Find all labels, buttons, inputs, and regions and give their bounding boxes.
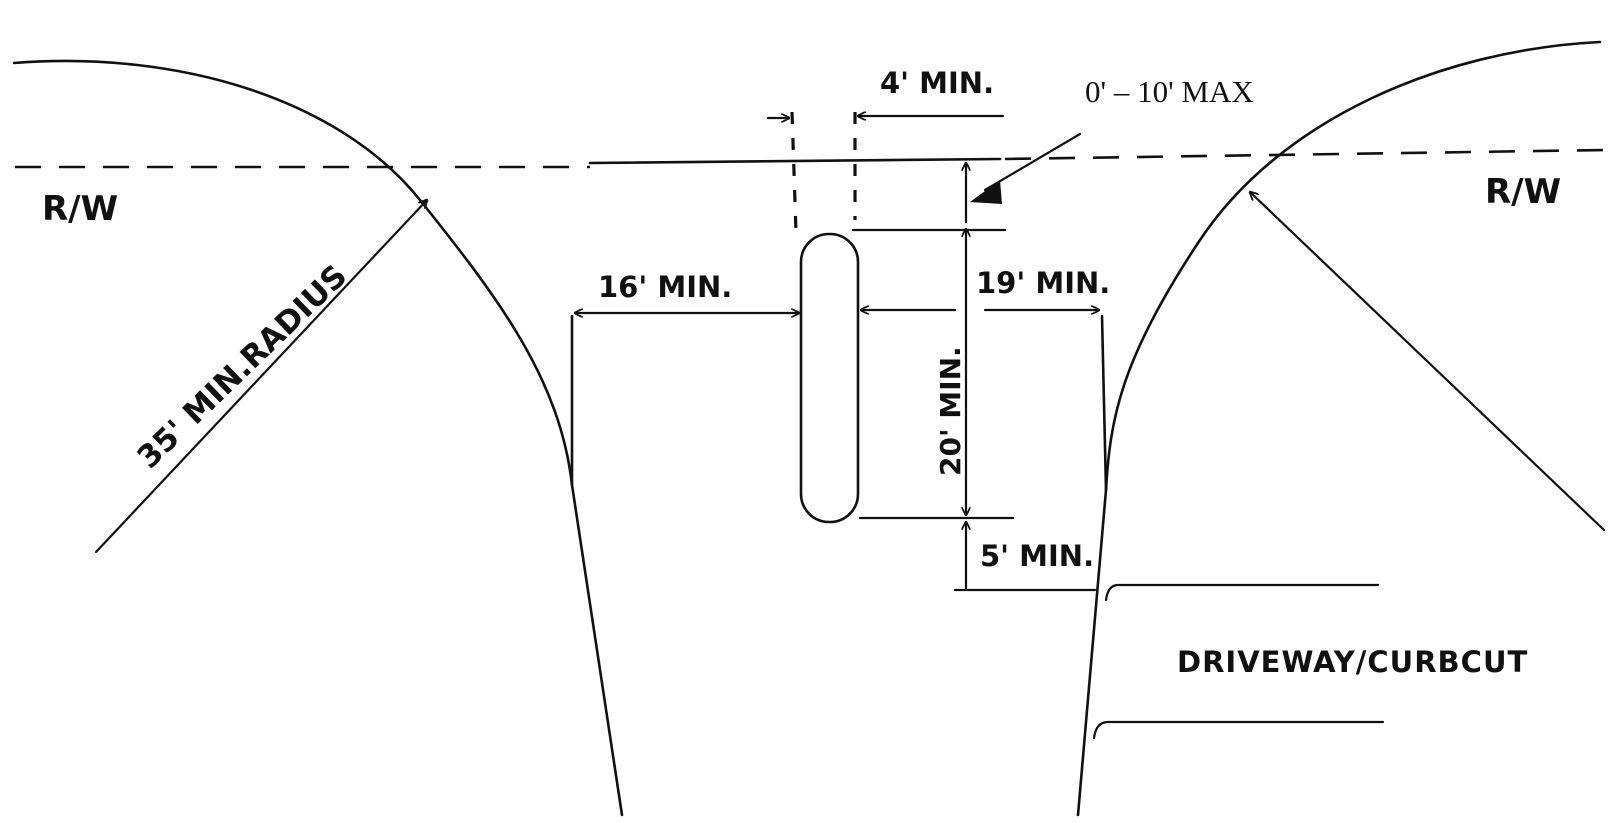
- rw-right-label: R/W: [1485, 172, 1561, 212]
- right-of-way-line: [15, 148, 1606, 169]
- median-island: [799, 232, 860, 524]
- left-offset-label: 16' MIN.: [598, 270, 732, 304]
- setback-leader-arrowhead: [970, 180, 1002, 204]
- left-radius-line: [94, 200, 427, 554]
- right-curb-curve: [1076, 40, 1602, 817]
- setback-leader: [983, 132, 1082, 192]
- radius-label: 35' MIN.RADIUS: [131, 258, 355, 476]
- island-extension-left: [790, 111, 798, 233]
- setback-label: 0' – 10' MAX: [1085, 74, 1254, 109]
- gap-label: 5' MIN.: [980, 539, 1094, 573]
- driveway-line-bottom: [1092, 720, 1385, 740]
- right-radius-line: [1250, 192, 1606, 532]
- island-width-label: 4' MIN.: [880, 66, 994, 100]
- driveway-label: DRIVEWAY/CURBCUT: [1177, 645, 1528, 679]
- island-length-label: 20' MIN.: [934, 346, 967, 476]
- left-curb-curve: [12, 59, 624, 817]
- right-curb-tick: [1100, 314, 1108, 492]
- driveway-line-top: [1104, 583, 1380, 602]
- rw-left-label: R/W: [42, 189, 118, 229]
- right-offset-label: 19' MIN.: [976, 266, 1110, 300]
